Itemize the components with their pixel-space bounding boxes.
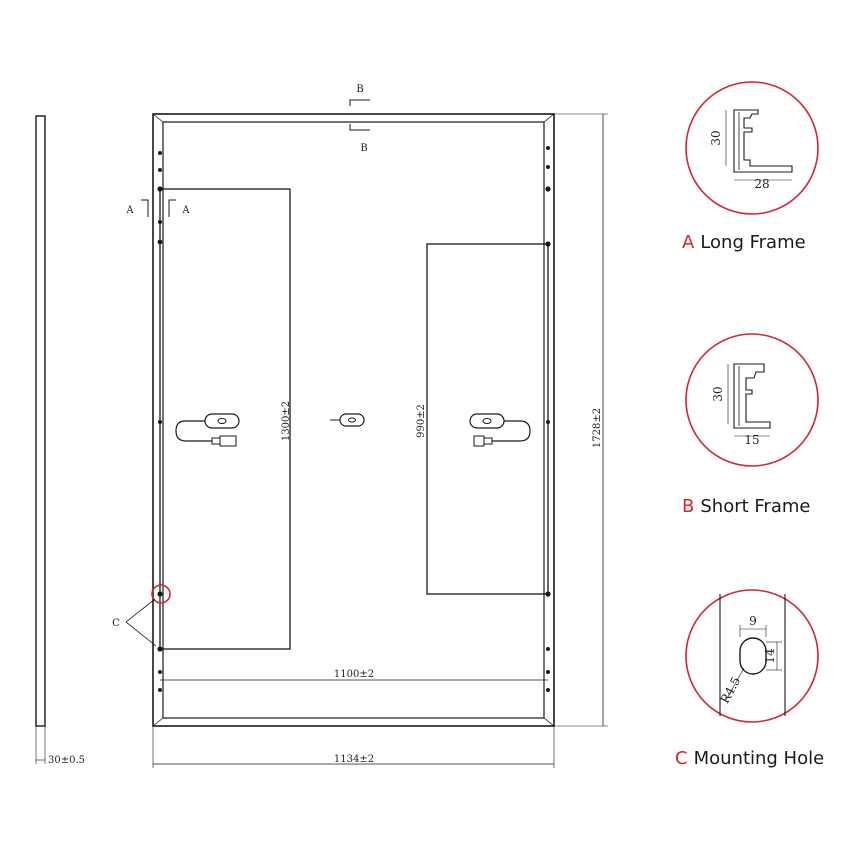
junction-box-left: [175, 413, 240, 447]
frame-holes: [157, 146, 551, 692]
overall-width-dimension: 1134±2: [152, 726, 555, 768]
side-view: 30±0.5: [35, 115, 85, 766]
hole-height: 14: [763, 648, 777, 664]
caption-short-frame-letter: B: [682, 496, 695, 517]
panel-back-view: 1300±2 990±2 1100±2: [152, 113, 555, 727]
overall-height-dimension: 1728±2: [554, 113, 608, 727]
section-a-right: A: [181, 205, 190, 216]
caption-long-frame-name: Long Frame: [700, 232, 806, 253]
hole-radius: R4.5: [718, 674, 744, 705]
short-frame-width: 15: [744, 433, 759, 447]
long-frame-height: 30: [709, 130, 723, 145]
overall-width-label: 1134±2: [334, 754, 374, 765]
caption-long-frame-letter: A: [682, 232, 695, 253]
detail-long-frame: 30 28: [685, 81, 819, 215]
right-mounting-rail: [426, 243, 549, 595]
left-rail-length: 1300±2: [281, 401, 292, 441]
detail-short-frame: 30 15: [685, 333, 819, 467]
section-a-marks: A A: [125, 199, 190, 217]
side-thickness-label: 30±0.5: [48, 755, 85, 766]
detail-mounting-hole: 9 14 R4.5: [685, 589, 819, 723]
caption-short-frame-name: Short Frame: [700, 496, 811, 517]
section-a-left: A: [125, 205, 134, 216]
junction-box-right: [469, 413, 531, 447]
section-b-top: B: [356, 84, 363, 95]
junction-box-center: [330, 413, 365, 427]
right-rail-length: 990±2: [416, 404, 427, 438]
callout-c: C: [112, 584, 171, 647]
left-mounting-rail: [159, 188, 291, 650]
inner-width-label: 1100±2: [334, 669, 374, 680]
overall-height-label: 1728±2: [592, 408, 603, 448]
section-b-marks: B B: [349, 84, 370, 154]
caption-mounting-hole-letter: C: [675, 748, 688, 769]
callout-c-label: C: [112, 618, 120, 629]
section-b-bottom: B: [360, 143, 367, 154]
short-frame-height: 30: [711, 386, 725, 401]
hole-width: 9: [749, 614, 757, 628]
caption-mounting-hole-name: Mounting Hole: [693, 748, 825, 769]
long-frame-width: 28: [754, 177, 769, 191]
